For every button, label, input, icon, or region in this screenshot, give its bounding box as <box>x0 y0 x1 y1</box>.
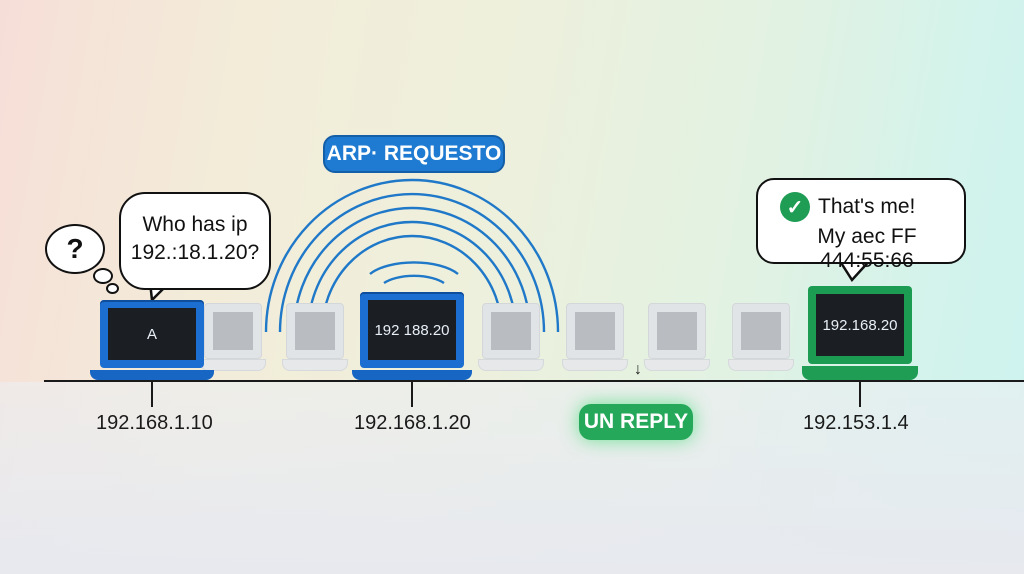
host-middle-screen-label: 192 188.20 <box>368 300 456 360</box>
inactive-host <box>728 303 794 371</box>
wave-arc <box>278 192 546 333</box>
host-a-ip: 192.168.1.10 <box>96 412 213 434</box>
floor <box>0 382 1024 574</box>
reply-line1: That's me! <box>818 195 916 218</box>
connection-tick <box>411 381 413 407</box>
wave-arc <box>320 234 504 333</box>
who-has-line2: 192.:18.1.20? <box>130 241 260 264</box>
wave-arc <box>369 261 459 275</box>
network-wire <box>44 380 1024 382</box>
wave-arc <box>292 206 532 333</box>
thats-me-bubble: ✓ That's me! My aec FF 444:55:66 <box>756 178 966 272</box>
reply-line2: My aec FF 444:55:66 <box>817 225 917 272</box>
thought-dot <box>106 283 119 294</box>
host-middle-ip: 192.168.1.20 <box>354 412 471 434</box>
inactive-host <box>562 303 628 371</box>
host-a-screen-label: A <box>108 308 196 360</box>
inactive-host <box>200 303 266 371</box>
host-a-laptop: A <box>90 300 214 380</box>
inactive-host <box>282 303 348 371</box>
wave-arc <box>383 274 445 285</box>
check-icon: ✓ <box>780 192 810 222</box>
question-mark-icon: ? <box>45 224 105 274</box>
host-target-screen-label: 192.168.20 <box>816 294 904 356</box>
inactive-host <box>644 303 710 371</box>
wave-arc <box>264 178 560 333</box>
connection-tick <box>859 381 861 407</box>
wave-arc <box>306 220 518 333</box>
inactive-host <box>478 303 544 371</box>
connection-tick <box>151 381 153 407</box>
who-has-line1: Who has ip <box>142 213 248 236</box>
host-target-ip: 192.153.1.4 <box>803 412 909 434</box>
down-arrow-icon: ↓ <box>634 361 642 378</box>
host-middle-laptop: 192 188.20 <box>352 292 472 380</box>
who-has-bubble: Who has ip 192.:18.1.20? <box>119 192 271 290</box>
reply-label: UN REPLY <box>579 404 693 440</box>
host-target-laptop: 192.168.20 <box>802 286 918 380</box>
arp-request-label: ARP· REQUESTO <box>323 135 505 173</box>
thought-dot <box>93 268 113 284</box>
